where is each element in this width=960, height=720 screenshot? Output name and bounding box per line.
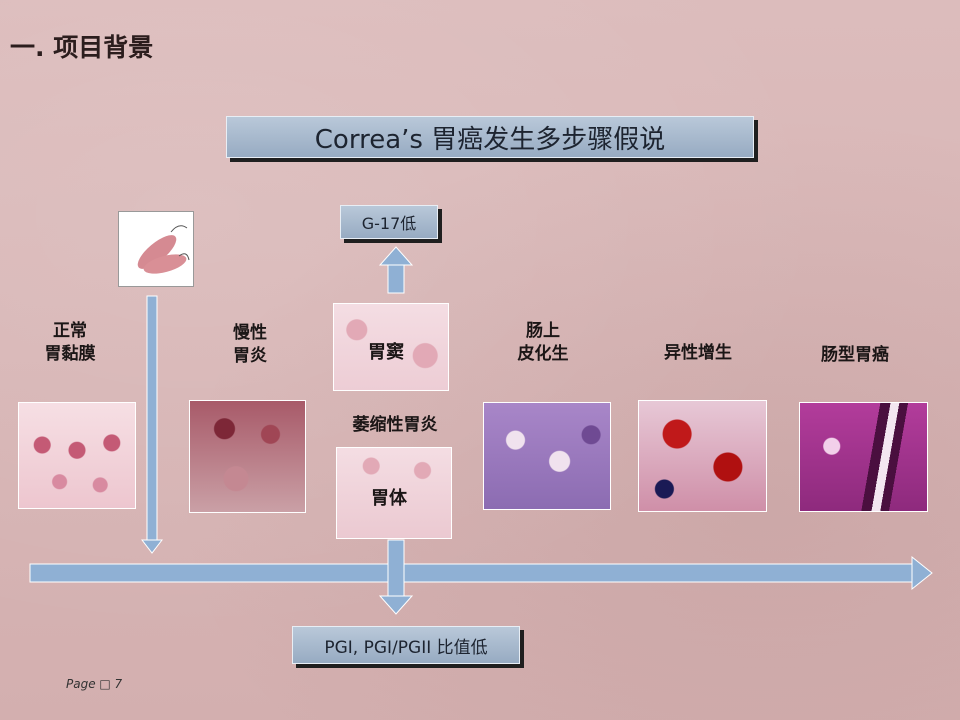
dysplasia-image — [638, 400, 767, 512]
antrum-atrophy-image: 胃窦 — [333, 303, 449, 391]
normal-mucosa-image — [18, 402, 136, 509]
antrum-label: 胃窦 — [368, 342, 404, 363]
stage-label-intestinal-gastric-cancer: 肠型胃癌 — [821, 345, 889, 365]
helicobacter-down-arrow — [140, 295, 164, 554]
body-atrophy-image: 胃体 — [336, 447, 452, 539]
up-arrow — [378, 246, 414, 294]
g17-low-box: G-17低 — [340, 205, 438, 239]
body-label: 胃体 — [371, 488, 407, 509]
stage-label-normal: 正常 胃黏膜 — [44, 321, 96, 364]
hypothesis-title-box: Correa’s 胃癌发生多步骤假说 — [226, 116, 754, 158]
page-number: Page □ 7 — [66, 677, 123, 691]
helicobacter-pylori-image — [118, 211, 194, 287]
progression-arrow — [29, 555, 933, 591]
stage-label-atrophic-gastritis: 萎缩性胃炎 — [352, 415, 438, 435]
slide-title: 一. 项目背景 — [10, 33, 154, 62]
chronic-gastritis-image — [189, 400, 306, 513]
intestinal-metaplasia-image — [483, 402, 611, 510]
stage-label-intestinal-metaplasia: 肠上 皮化生 — [517, 321, 569, 364]
stage-label-dysplasia: 异性增生 — [664, 343, 732, 363]
stage-label-chronic-gastritis: 慢性 胃炎 — [233, 323, 267, 366]
gastric-cancer-image — [799, 402, 928, 512]
pgi-low-box: PGI, PGI/PGII 比值低 — [292, 626, 520, 664]
down-arrow — [378, 539, 414, 615]
